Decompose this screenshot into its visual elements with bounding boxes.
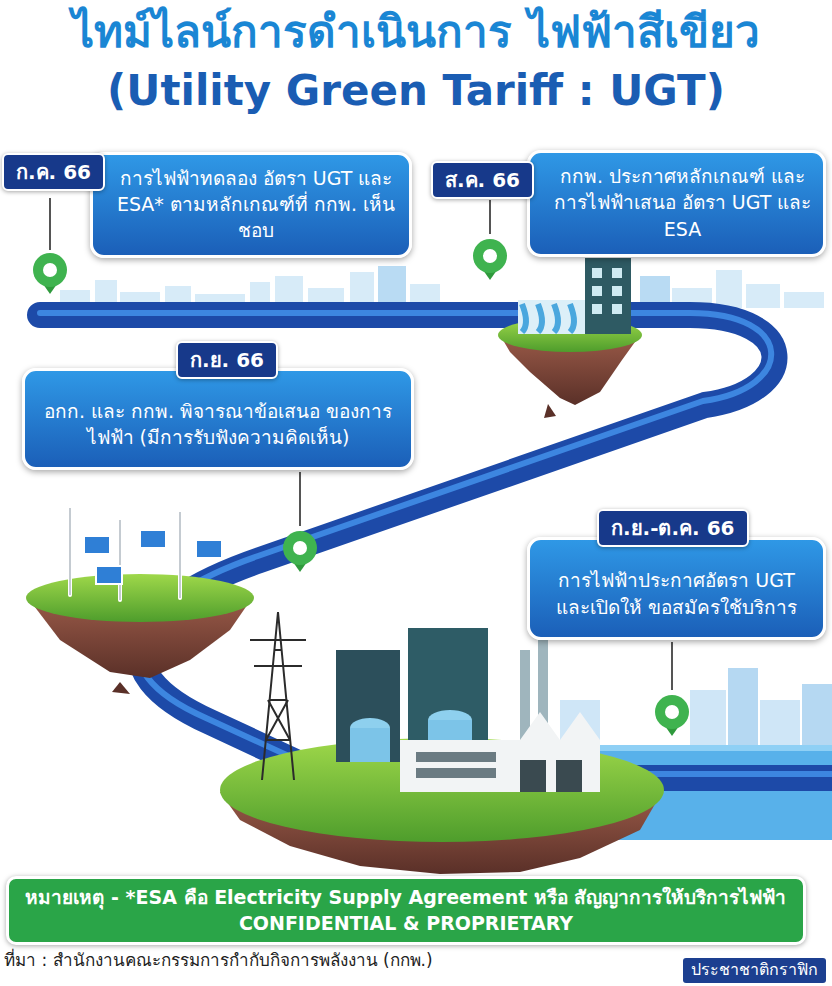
dam-island xyxy=(612,304,622,314)
wind-island xyxy=(176,512,180,540)
note-box: หมายเหตุ - *ESA คือ Electricity Supply A… xyxy=(6,876,806,945)
dam-island xyxy=(522,304,574,332)
wind-island xyxy=(70,500,96,508)
plant-island xyxy=(520,760,546,792)
wind-island xyxy=(116,520,120,548)
wind-island xyxy=(196,540,222,558)
skyline xyxy=(802,684,832,750)
timeline-box: ก.ย.-ต.ค. 66การไฟฟ้าประกาศอัตรา UGT และเ… xyxy=(527,537,826,640)
map-pin xyxy=(473,239,507,280)
plant-island xyxy=(266,700,290,740)
plant-island xyxy=(336,650,400,762)
wind-island xyxy=(180,512,181,598)
note-text: ประชาชาติกราฟิก xyxy=(691,960,818,981)
wind-island xyxy=(180,504,206,512)
leader-line xyxy=(671,642,673,690)
title: ไทม์ไลน์การดำเนินการ ไฟฟ้าสีเขียว xyxy=(0,6,832,59)
note-text: หมายเหตุ - *ESA คือ Electricity Supply A… xyxy=(19,885,793,936)
wind-island xyxy=(100,498,120,520)
wind-island xyxy=(70,508,180,600)
timeline-box: ส.ค. 66กกพ. ประกาศหลักเกณฑ์ และการไฟฟ้าเ… xyxy=(527,150,826,257)
date-tab: ก.ย.-ต.ค. 66 xyxy=(597,509,749,547)
dam-island xyxy=(592,268,602,278)
dam-island xyxy=(498,258,642,418)
map-pin xyxy=(655,695,689,736)
dam-island xyxy=(612,268,622,278)
dam-island xyxy=(585,258,631,334)
date-tab: ก.ย. 66 xyxy=(176,341,278,379)
plant-island xyxy=(416,752,496,762)
wind-island xyxy=(120,512,146,520)
plant-island xyxy=(400,712,600,792)
plant-island xyxy=(556,760,582,792)
map-pin xyxy=(283,531,317,572)
wind-island xyxy=(26,574,254,622)
wind-island xyxy=(112,682,130,694)
date-tab: ส.ค. 66 xyxy=(431,161,534,199)
skyline xyxy=(728,668,758,750)
wind-island xyxy=(26,486,254,694)
dam-island xyxy=(592,286,602,296)
dam-island xyxy=(592,304,602,314)
wind-island xyxy=(84,536,110,554)
wind-island xyxy=(66,508,70,536)
skyline xyxy=(60,266,824,308)
plant-island xyxy=(262,612,294,780)
skyline xyxy=(784,292,824,308)
dam-island xyxy=(612,286,622,296)
step-text: การไฟฟ้าประกาศอัตรา UGT และเปิดให้ ขอสมั… xyxy=(542,567,811,619)
leader-line xyxy=(299,472,301,526)
step-text: อกก. และ กกพ. พิจารณาข้อเสนอ ของการไฟฟ้า… xyxy=(37,398,399,450)
skyline xyxy=(760,700,800,750)
step-text: การไฟฟ้าทดลอง อัตรา UGT และ ESA* ตามหลัก… xyxy=(115,165,397,244)
credit-badge: ประชาชาติกราฟิก xyxy=(683,958,826,983)
skyline xyxy=(746,284,780,308)
timeline-box: ก.ค. 66การไฟฟ้าทดลอง อัตรา UGT และ ESA* … xyxy=(90,152,412,258)
skyline xyxy=(716,270,742,308)
skyline xyxy=(600,745,832,751)
wind-island xyxy=(120,520,121,600)
wind-island xyxy=(50,486,206,600)
plant-island xyxy=(220,612,664,874)
wind-island xyxy=(96,566,122,584)
wind-island xyxy=(160,490,180,512)
timeline-box: ก.ย. 66อกก. และ กกพ. พิจารณาข้อเสนอ ของก… xyxy=(22,368,414,470)
map-pin xyxy=(33,253,67,294)
skyline xyxy=(378,266,406,308)
subtitle: (Utility Green Tariff : UGT) xyxy=(0,66,832,116)
leader-line xyxy=(49,198,51,250)
leader-line xyxy=(489,200,491,234)
wind-island xyxy=(70,508,71,595)
plant-island xyxy=(416,768,496,778)
map-pin xyxy=(33,239,689,736)
step-text: กกพ. ประกาศหลักเกณฑ์ และการไฟฟ้าเสนอ อัต… xyxy=(552,163,813,242)
plant-island xyxy=(250,612,306,780)
source-note: ที่มา : สำนักงานคณะกรรมการกำกับกิจการพลั… xyxy=(4,950,433,970)
skyline xyxy=(690,690,726,750)
wind-island xyxy=(50,486,70,508)
plant-island xyxy=(250,640,306,666)
date-tab: ก.ค. 66 xyxy=(2,153,105,191)
plant-island xyxy=(350,728,390,762)
wind-island xyxy=(140,530,166,548)
dam-island xyxy=(544,404,556,418)
